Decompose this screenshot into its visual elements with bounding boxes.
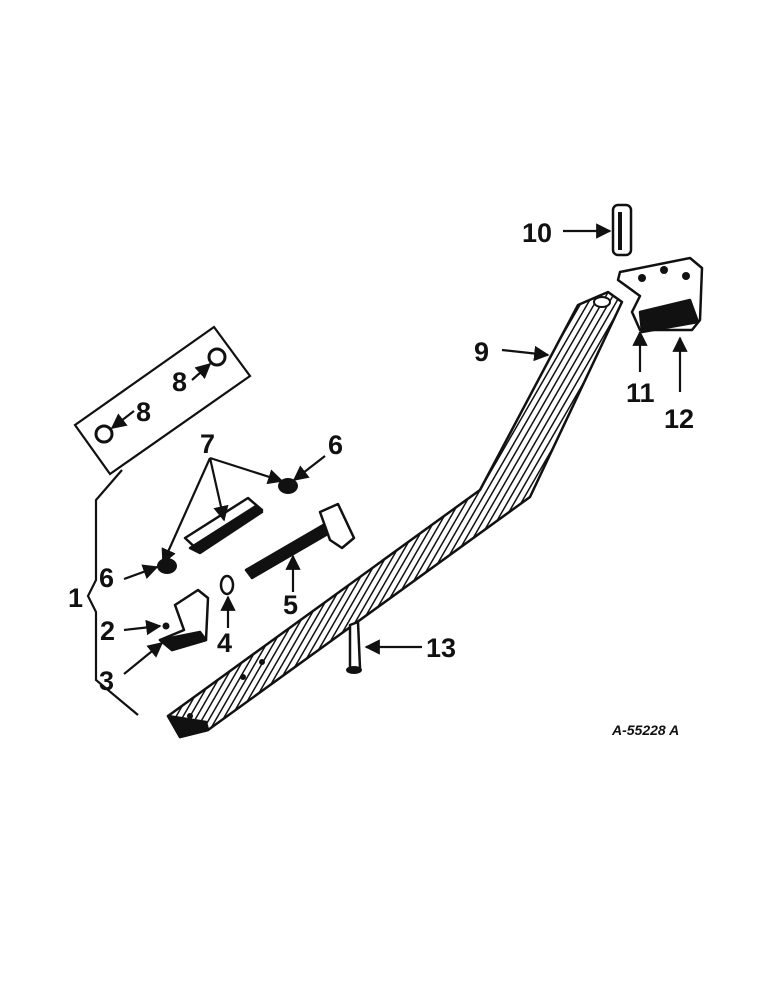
callout-10: 10 [522, 218, 552, 248]
callout-13: 13 [426, 633, 456, 663]
callout-labels: 10 9 11 12 13 7 6 6 5 4 2 3 1 8 8 A-5522… [68, 218, 694, 738]
callout-8a: 8 [136, 397, 151, 427]
callout-6b: 6 [328, 430, 343, 460]
leader-lines [110, 223, 688, 675]
callout-3: 3 [99, 666, 114, 696]
swivel-bracket-part-11-12 [616, 256, 704, 334]
callout-5: 5 [283, 590, 298, 620]
ring-part-4 [219, 574, 235, 596]
callout-6a: 6 [99, 563, 114, 593]
shaft-part-5 [244, 502, 356, 580]
pin-part-10 [611, 203, 633, 257]
assembly-bracket-part-1 [86, 469, 139, 716]
callout-7: 7 [200, 429, 215, 459]
callout-2: 2 [100, 616, 115, 646]
handle-part-7 [183, 496, 264, 555]
cap-part-6a [157, 558, 177, 574]
callout-9: 9 [474, 337, 489, 367]
drawing-id: A-55228 A [611, 722, 679, 738]
callout-4: 4 [217, 628, 232, 658]
callout-11: 11 [626, 378, 655, 408]
pin-part-2 [162, 622, 170, 630]
drawbar-part-9 [166, 290, 624, 739]
nut-kit-inset [73, 325, 252, 476]
nut-part-8a [94, 424, 114, 444]
nut-part-8b [207, 347, 227, 367]
callout-12: 12 [664, 404, 694, 434]
angle-bracket-part-3 [158, 588, 210, 652]
callout-8b: 8 [172, 367, 187, 397]
callout-1: 1 [68, 583, 83, 613]
bolt-part-13 [346, 620, 362, 674]
